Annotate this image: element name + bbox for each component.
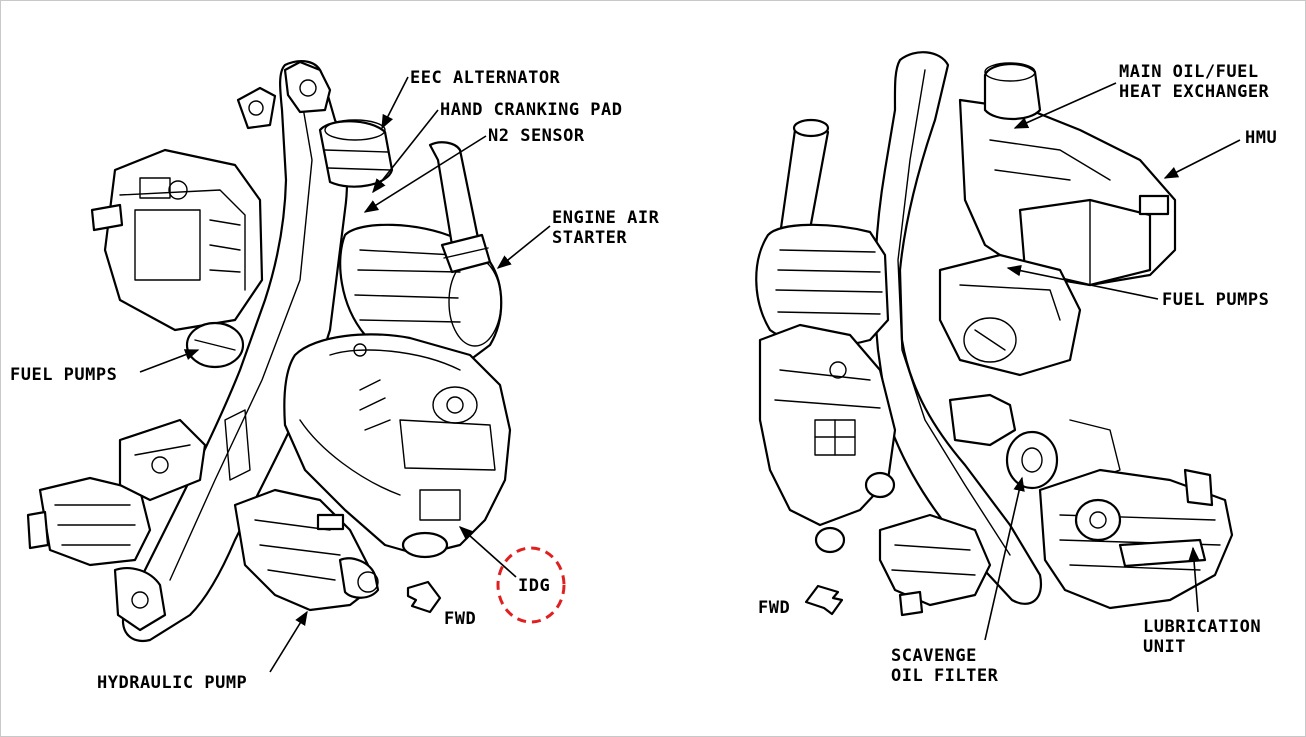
leader-n2-sensor [363,135,487,213]
label-fwd-right: FWD [758,598,790,618]
right-gearbox-drawing [755,51,1234,617]
label-fwd-left: FWD [444,609,476,629]
label-main-oil-fuel-line1: MAIN OIL/FUEL [1119,62,1259,82]
label-engine-air-starter-line1: ENGINE AIR [552,208,660,228]
label-eec-alternator: EEC ALTERNATOR [410,68,561,88]
label-engine-air-starter-line2: STARTER [552,228,627,248]
label-idg: IDG [518,576,550,596]
idg-highlight-circle [496,546,566,624]
leader-hand-cranking-pad [372,109,439,194]
leader-hydraulic-pump [269,610,308,673]
label-n2-sensor: N2 SENSOR [488,126,585,146]
label-hmu: HMU [1245,128,1277,148]
leader-main-oil-fuel [1013,82,1117,129]
leader-idg [458,526,517,578]
left-gearbox-drawing [26,60,512,643]
leader-lubrication-unit [1188,546,1200,613]
label-lubrication-line1: LUBRICATION [1143,617,1261,637]
label-hydraulic-pump: HYDRAULIC PUMP [97,673,247,693]
label-fuel-pumps-left: FUEL PUMPS [10,365,117,385]
leader-eec-alternator [381,76,409,130]
leader-hmu [1163,139,1241,179]
leader-fuel-pumps-right [1006,264,1159,300]
leader-fuel-pumps-left [139,349,200,373]
leader-scavenge-oil-filter [984,476,1025,641]
label-lubrication-line2: UNIT [1143,637,1186,657]
label-fuel-pumps-right: FUEL PUMPS [1162,290,1269,310]
label-scavenge-line2: OIL FILTER [891,666,999,686]
label-main-oil-fuel-line2: HEAT EXCHANGER [1119,82,1270,102]
leader-engine-air-starter [496,225,551,269]
label-hand-cranking-pad: HAND CRANKING PAD [440,100,623,120]
label-scavenge-line1: SCAVENGE [891,646,977,666]
